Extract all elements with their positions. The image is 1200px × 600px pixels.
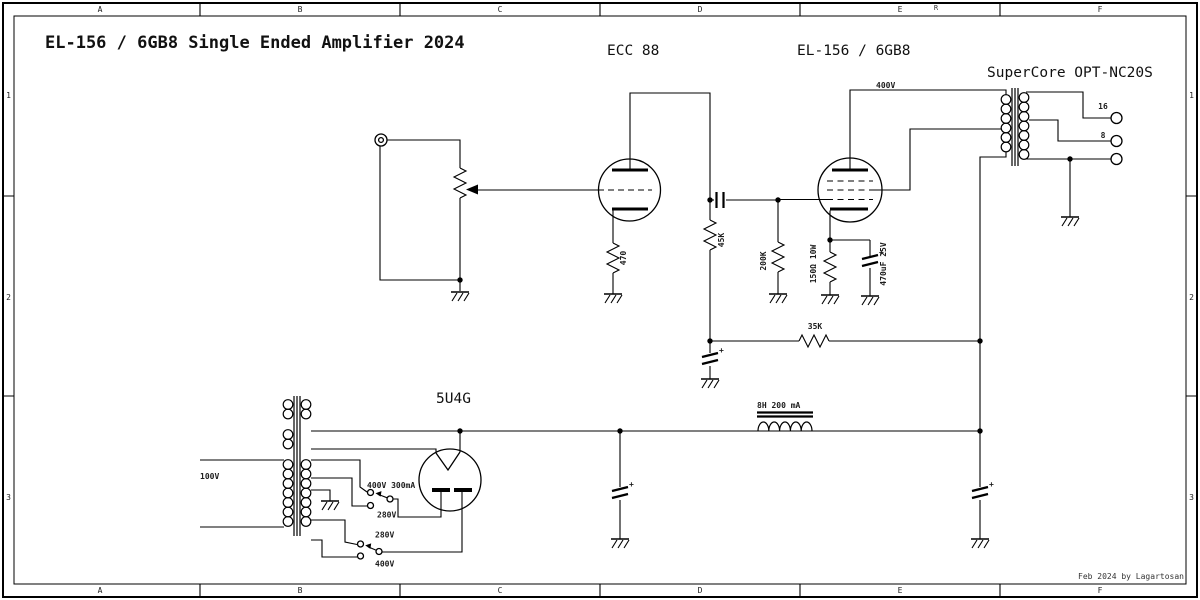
resistor-200k-label: 200K <box>759 251 768 270</box>
page-title: EL-156 / 6GB8 Single Ended Amplifier 202… <box>45 33 465 53</box>
ground-icon <box>820 294 840 305</box>
cathode-bypass-cap: + <box>861 240 884 296</box>
frame-col-label: B <box>298 586 303 595</box>
ground-icon <box>320 500 340 511</box>
frame-col-label: F <box>1098 5 1103 14</box>
frame-col-label: E <box>898 5 903 14</box>
junction-dot <box>1067 156 1073 162</box>
opt-primary-winding <box>1000 94 1012 153</box>
ground-icon <box>700 378 720 389</box>
input-jack <box>374 133 388 147</box>
junction-dot <box>827 237 833 243</box>
pot-wiper <box>466 184 604 195</box>
rectifier-filament <box>435 451 461 472</box>
voltage-selector-upper <box>366 488 394 510</box>
volume-pot <box>452 167 468 199</box>
resistor-45k-label: 45K <box>717 233 726 248</box>
filter-cap-right: + <box>971 431 994 539</box>
el156-label: EL-156 / 6GB8 <box>797 43 911 59</box>
resistor-45k <box>702 219 718 251</box>
el156-wiring <box>778 89 1007 241</box>
frame-col-label: D <box>698 5 703 14</box>
ground-icon <box>450 291 470 302</box>
frame-row-label: 1 <box>6 91 11 100</box>
frame-col-label: A <box>98 586 103 595</box>
frame-row-label: 3 <box>1189 493 1194 502</box>
rectifier-label: 5U4G <box>436 391 471 407</box>
opt-secondary-winding <box>1018 92 1030 160</box>
ground-icon <box>970 538 990 549</box>
ground-icon <box>603 293 623 304</box>
credit-text: Feb 2024 by Lagartosan <box>1078 572 1184 581</box>
primary-wiring <box>200 459 284 528</box>
opt-wiring <box>979 91 1111 431</box>
voltage-selector-lower <box>356 540 383 560</box>
frame-col-label: A <box>98 5 103 14</box>
tap-400v300ma-label: 400V 300mA <box>367 481 415 490</box>
tap-8-label: 8 <box>1101 131 1106 140</box>
pt-core <box>293 396 301 536</box>
cap-plus-sign: + <box>629 480 634 489</box>
opt-core <box>1011 88 1019 166</box>
frame-rev-mark: R <box>934 4 939 12</box>
junction-dot <box>457 277 463 283</box>
cap-470uf-label: 470uF 25V <box>879 242 888 286</box>
tube-5u4g <box>418 448 482 512</box>
resistor-150-label: 150Ω 10W <box>809 245 818 284</box>
pt-right-windings <box>300 399 312 527</box>
cap-plus-sign: + <box>879 248 884 257</box>
frame-row-label: 2 <box>1189 293 1194 302</box>
decoupling-cap: + <box>701 341 724 379</box>
ground-icon <box>1060 216 1080 227</box>
tap-280v-b-label: 280V <box>375 531 394 540</box>
frame-col-label: F <box>1098 586 1103 595</box>
frame-col-label: C <box>498 5 503 14</box>
frame-col-label: D <box>698 586 703 595</box>
frame-ticks <box>3 3 1197 597</box>
ecc88-wiring <box>612 92 711 294</box>
primary-voltage-label: 100V <box>200 472 219 481</box>
resistor-470-label: 470 <box>619 251 628 266</box>
input-wiring <box>379 139 461 291</box>
terminal-8ohm <box>1110 134 1123 148</box>
choke-label: 8H 200 mA <box>757 401 801 410</box>
filter-cap-left: + <box>611 431 634 539</box>
terminal-common <box>1110 152 1123 166</box>
cap-plus-sign: + <box>989 480 994 489</box>
ground-icon <box>768 293 788 304</box>
terminal-16ohm <box>1110 111 1123 125</box>
rectifier-wiring <box>311 431 463 553</box>
frame-col-label: E <box>898 586 903 595</box>
resistor-200k <box>770 241 786 273</box>
output-transformer <box>1000 88 1030 166</box>
speaker-terminals <box>1110 111 1123 166</box>
frame-row-label: 3 <box>6 493 11 502</box>
ecc88-label: ECC 88 <box>607 43 659 59</box>
choke <box>757 411 813 432</box>
power-transformer <box>282 396 312 536</box>
tap-400v-label: 400V <box>375 560 394 569</box>
coupling-cap <box>710 192 778 208</box>
pt-left-windings <box>282 399 294 527</box>
resistor-150 <box>822 251 838 283</box>
cap-plus-sign: + <box>719 346 724 355</box>
frame-row-label: 2 <box>6 293 11 302</box>
resistor-35k <box>798 333 830 349</box>
tap-16-label: 16 <box>1098 102 1108 111</box>
secondary-tap-wiring <box>311 459 368 558</box>
plate-voltage-label: 400V <box>876 81 895 90</box>
ground-icon <box>610 538 630 549</box>
resistor-470 <box>605 242 621 274</box>
ground-icon <box>860 295 880 306</box>
frame-col-label: B <box>298 5 303 14</box>
tap-280v-a-label: 280V <box>377 511 396 520</box>
frame-col-label: C <box>498 586 503 595</box>
resistor-35k-label: 35K <box>808 322 823 331</box>
opt-label: SuperCore OPT-NC20S <box>987 65 1153 81</box>
frame-row-label: 1 <box>1189 91 1194 100</box>
